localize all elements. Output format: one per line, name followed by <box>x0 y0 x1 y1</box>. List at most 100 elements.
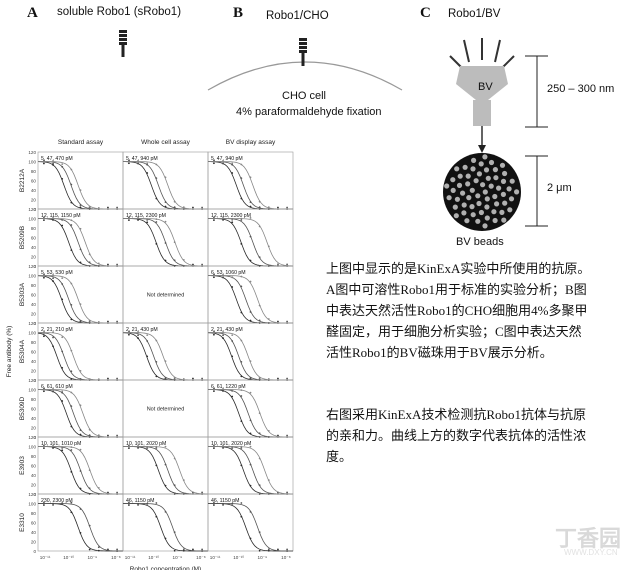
data-point <box>137 330 139 333</box>
data-point <box>155 177 158 179</box>
row-label: B2212A <box>19 168 26 192</box>
data-point <box>88 487 91 490</box>
concentration-label: 5, 47, 470 pM <box>41 156 73 162</box>
data-point <box>116 377 118 380</box>
data-point <box>249 432 252 435</box>
data-point <box>97 320 100 323</box>
concentration-label: 10, 101, 1010 pM <box>41 441 81 447</box>
data-point <box>61 283 64 285</box>
panel-a-title: soluble Robo1 (sRobo1) <box>57 6 182 18</box>
data-point <box>116 206 118 209</box>
data-point <box>127 333 130 336</box>
binding-curve <box>122 332 208 381</box>
size-label-bottom: 2 μm <box>547 182 572 194</box>
note-line: 上图中显示的是KinExA实验中所使用的抗原。 <box>326 261 591 276</box>
data-point <box>79 303 82 306</box>
data-point <box>231 286 234 288</box>
data-point <box>79 508 82 510</box>
data-point <box>155 221 158 223</box>
column-title: BV display assay <box>226 139 276 146</box>
y-tick-label: 100 <box>28 159 36 164</box>
y-tick-label: 60 <box>31 178 37 183</box>
y-tick-label: 40 <box>31 359 37 364</box>
bead-dot <box>450 187 456 193</box>
data-point <box>88 434 91 437</box>
data-point <box>173 241 176 244</box>
y-tick-label: 100 <box>28 444 36 449</box>
binding-curve <box>122 332 208 381</box>
note-line: A图中可溶性Robo1用于标准的实验分析；B图 <box>326 282 587 297</box>
data-point <box>61 336 64 339</box>
binding-curve <box>122 446 208 495</box>
y-tick-label: 40 <box>31 245 37 250</box>
binding-curve <box>37 218 123 267</box>
data-point <box>213 218 215 221</box>
bead-dot <box>446 195 452 201</box>
row-label: E3310 <box>19 513 26 532</box>
binding-curve <box>207 389 293 438</box>
y-tick-label: 60 <box>31 235 37 240</box>
data-point <box>258 432 261 435</box>
x-tick-label: 10⁻¹¹ <box>210 555 221 560</box>
data-point <box>70 201 73 204</box>
bead-dot <box>473 178 479 184</box>
bead-dot <box>482 154 488 160</box>
data-point <box>97 546 100 549</box>
bead-dot <box>506 186 512 192</box>
data-point <box>173 549 176 552</box>
data-point <box>231 502 234 505</box>
data-point <box>240 464 243 467</box>
data-point <box>258 225 261 228</box>
watermark-brand: 丁香园 <box>555 526 622 551</box>
data-point <box>249 537 252 540</box>
data-point <box>79 433 82 436</box>
y-tick-label: 120 <box>28 150 36 155</box>
row-label: B5304A <box>19 339 26 363</box>
binding-curve <box>207 332 293 381</box>
data-point <box>240 375 243 378</box>
bead-dot <box>475 218 481 224</box>
binding-curve <box>208 218 294 267</box>
data-point <box>240 275 243 278</box>
data-point <box>286 377 288 380</box>
bead-dot <box>460 190 466 196</box>
y-tick-label: 120 <box>28 435 36 440</box>
concentration-label: 6, 61, 610 pM <box>41 384 73 390</box>
concentration-label: 46, 1150 pM <box>211 498 239 504</box>
data-point <box>70 219 73 222</box>
data-point <box>222 162 224 165</box>
data-point <box>164 377 167 379</box>
data-point <box>240 217 243 220</box>
data-point <box>222 387 224 390</box>
data-point <box>61 502 64 505</box>
row-label: B5303A <box>19 282 26 306</box>
data-point <box>146 447 149 449</box>
data-point <box>173 206 176 209</box>
data-point <box>286 548 288 551</box>
bead-dot <box>469 187 475 193</box>
data-point <box>240 311 243 314</box>
data-point <box>88 524 91 527</box>
data-point <box>249 360 252 363</box>
data-point <box>222 390 224 393</box>
data-point <box>52 216 54 219</box>
y-tick-label: 60 <box>31 292 37 297</box>
data-point <box>240 163 243 166</box>
data-point <box>249 510 252 513</box>
data-point <box>249 235 252 238</box>
data-point <box>107 320 109 323</box>
data-point <box>258 206 261 209</box>
data-point <box>231 163 234 166</box>
data-point <box>70 446 73 448</box>
data-point <box>164 176 167 179</box>
panel-c-letter: C <box>420 5 431 21</box>
y-tick-label: 0 <box>33 378 36 383</box>
bead-dot <box>465 173 471 179</box>
data-point <box>240 360 243 363</box>
data-point <box>70 391 73 394</box>
data-point <box>79 470 82 472</box>
data-point <box>116 548 118 551</box>
bead-dot <box>444 183 450 189</box>
data-point <box>267 318 270 320</box>
bead-dot <box>452 204 458 210</box>
